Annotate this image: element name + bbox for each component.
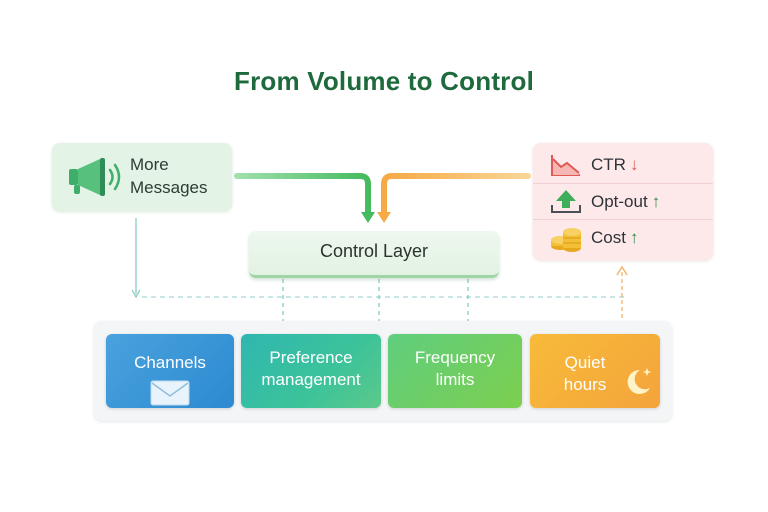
green-flow-arrowhead <box>361 212 375 223</box>
metric-arrow-optout: ↑ <box>651 192 661 211</box>
tile-frequency-line2: limits <box>435 370 475 389</box>
metric-row-optout: Opt-out↑ <box>533 183 713 220</box>
tile-channels-label: Channels <box>134 353 206 372</box>
metric-label-ctr: CTR <box>591 155 626 174</box>
tile-frequency-limits: Frequency limits <box>388 334 522 408</box>
metric-row-ctr: CTR↓ <box>533 147 713 183</box>
orange-flow-line <box>381 173 531 217</box>
tile-quiet-line1: Quiet <box>564 353 606 372</box>
tile-channels: Channels <box>106 334 234 408</box>
envelope-icon <box>150 380 190 406</box>
tile-preference-line2: management <box>261 370 361 389</box>
metric-label-optout: Opt-out <box>591 192 648 211</box>
metric-label-cost: Cost <box>591 228 626 247</box>
tile-frequency-line1: Frequency <box>414 348 496 367</box>
tile-quiet-line2: hours <box>563 375 607 394</box>
moon-star-icon <box>627 368 651 394</box>
coins-icon <box>549 224 583 259</box>
tile-preference-management: Preference management <box>241 334 381 408</box>
tile-preference-line1: Preference <box>269 348 353 367</box>
green-flow-line <box>234 173 371 217</box>
megaphone-icon <box>66 155 126 204</box>
trend-down-icon <box>549 151 583 184</box>
tile-quiet-label: Quiet hours <box>530 352 640 396</box>
teal-drop-arrowhead <box>131 289 141 299</box>
control-layer-label: Control Layer <box>319 241 429 261</box>
more-messages-line1: More <box>130 155 169 174</box>
metric-row-cost: Cost↑ <box>533 219 713 256</box>
more-messages-line2: Messages <box>130 178 208 197</box>
control-layer-box: Control Layer <box>249 231 499 278</box>
more-messages-label: More Messages <box>130 153 226 199</box>
orange-flow-arrowhead <box>377 212 391 223</box>
metrics-card: CTR↓ Opt-out↑ Cost <box>533 143 713 260</box>
metric-arrow-ctr: ↓ <box>629 155 639 174</box>
more-messages-card: More Messages <box>52 143 232 211</box>
orange-up-arrowhead <box>616 265 628 276</box>
page-title: From Volume to Control <box>233 66 534 96</box>
tile-quiet-hours: Quiet hours <box>530 334 660 408</box>
upload-arrow-icon <box>549 188 583 221</box>
metric-arrow-cost: ↑ <box>629 228 639 247</box>
tile-preference-label: Preference management <box>241 347 381 391</box>
tile-frequency-label: Frequency limits <box>388 347 522 391</box>
